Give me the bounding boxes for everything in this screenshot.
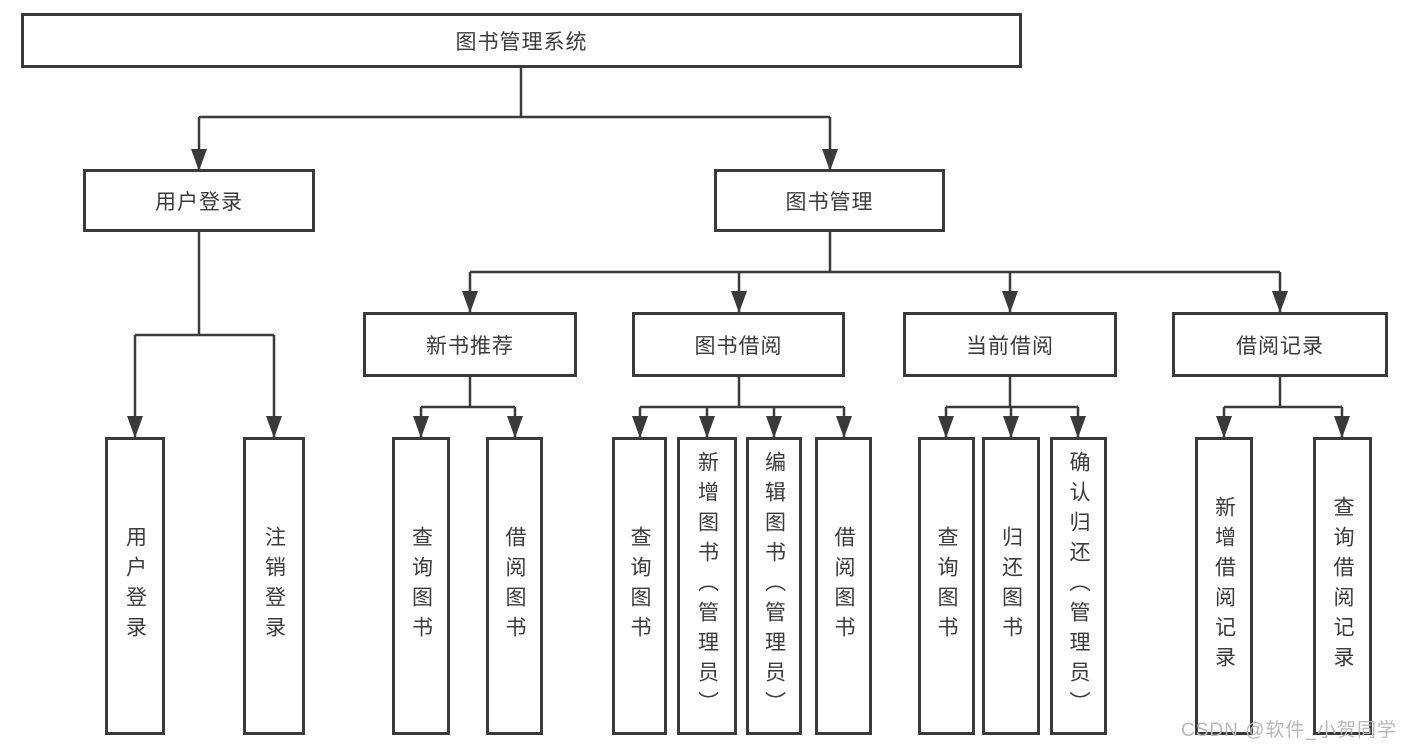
leaf-logout: 注销登录: [243, 437, 305, 735]
leaf-label: 借阅图书: [832, 526, 855, 646]
node-current-borrow: 当前借阅: [903, 312, 1117, 377]
leaf-label: 用户登录: [123, 526, 147, 646]
leaf-label: 新增借阅记录: [1212, 496, 1236, 676]
leaf-query-book-current: 查询图书: [918, 437, 975, 735]
leaf-label: 借阅图书: [503, 526, 526, 646]
leaf-label: 查询借阅记录: [1331, 496, 1354, 676]
leaf-label: 归还图书: [999, 526, 1023, 646]
csdn-watermark: CSDN @软件_小贺同学: [1181, 720, 1397, 741]
leaf-query-book-rec: 查询图书: [392, 437, 450, 735]
leaf-add-book-admin: 新增图书（管理员）: [677, 437, 737, 735]
node-book-mgmt: 图书管理: [714, 169, 945, 232]
leaf-borrow-book-borrow: 借阅图书: [815, 437, 872, 735]
leaf-label: 查询图书: [628, 526, 651, 646]
leaf-add-borrow-record: 新增借阅记录: [1195, 437, 1253, 735]
node-user-login: 用户登录: [83, 169, 315, 232]
leaf-query-borrow-record: 查询借阅记录: [1313, 437, 1372, 735]
leaf-user-login: 用户登录: [105, 437, 165, 735]
node-new-book-rec: 新书推荐: [363, 312, 577, 377]
node-book-borrow: 图书借阅: [632, 312, 845, 377]
leaf-label: 查询图书: [935, 526, 958, 646]
leaf-label: 查询图书: [409, 526, 433, 646]
leaf-borrow-book-rec: 借阅图书: [486, 437, 543, 735]
leaf-edit-book-admin: 编辑图书（管理员）: [746, 437, 802, 735]
node-root: 图书管理系统: [21, 13, 1022, 68]
leaf-label: 新增图书（管理员）: [695, 451, 719, 721]
leaf-return-book: 归还图书: [982, 437, 1040, 735]
leaf-confirm-return-admin: 确认归还（管理员）: [1050, 437, 1107, 735]
leaf-query-book-borrow: 查询图书: [612, 437, 667, 735]
leaf-label: 编辑图书（管理员）: [762, 451, 786, 721]
node-borrow-records: 借阅记录: [1172, 312, 1388, 377]
leaf-label: 注销登录: [262, 526, 286, 646]
leaf-label: 确认归还（管理员）: [1067, 451, 1090, 721]
